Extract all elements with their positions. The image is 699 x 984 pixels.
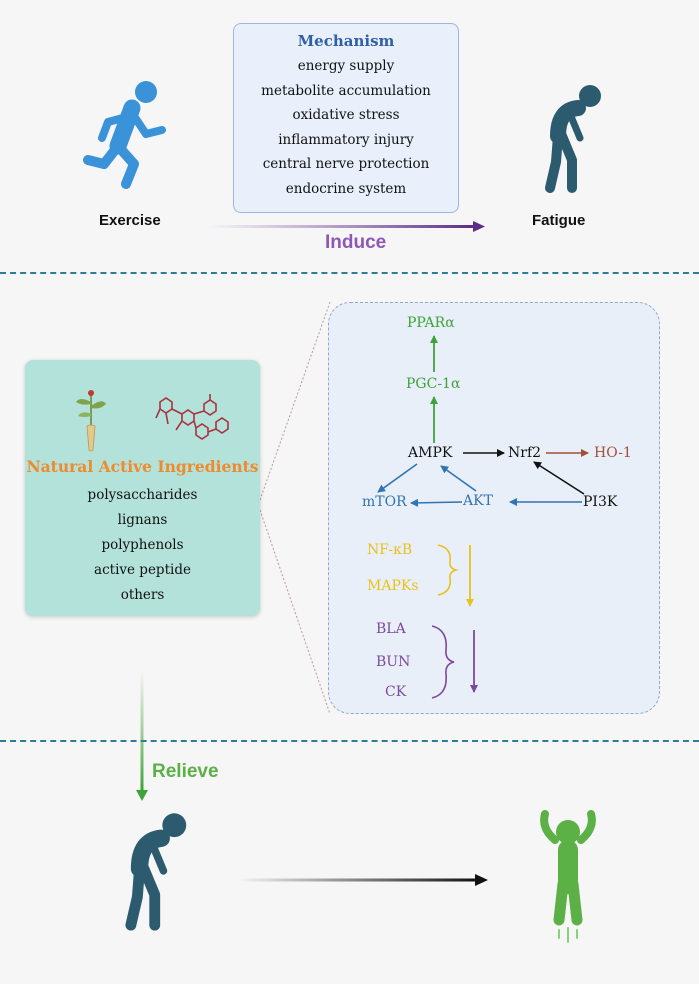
mechanism-title: Mechanism bbox=[297, 32, 395, 50]
mechanism-box: Mechanism energy supply metabolite accum… bbox=[233, 23, 459, 213]
tired-person-icon bbox=[545, 85, 601, 193]
mechanism-item: endocrine system bbox=[285, 180, 407, 197]
node-pgc: PGC-1α bbox=[406, 376, 461, 392]
mechanism-item: central nerve protection bbox=[262, 156, 430, 173]
mechanism-item: inflammatory injury bbox=[278, 131, 414, 148]
tired-person-icon bbox=[125, 813, 187, 931]
mechanism-item: oxidative stress bbox=[292, 107, 400, 124]
natural-ingredients-box: Natural Active Ingredients polysaccharid… bbox=[25, 360, 260, 616]
relieve-arrow bbox=[136, 670, 148, 801]
node-ho1: HO-1 bbox=[594, 445, 632, 461]
divider-bottom bbox=[0, 740, 699, 742]
node-ck: CK bbox=[385, 684, 407, 700]
plant-root-icon bbox=[76, 390, 106, 452]
node-nfkb: NF-κB bbox=[367, 542, 413, 558]
result-arrow bbox=[237, 874, 488, 886]
mechanism-item: metabolite accumulation bbox=[261, 82, 431, 99]
pathway-box bbox=[328, 302, 660, 714]
natural-title: Natural Active Ingredients bbox=[26, 457, 259, 476]
natural-item: polyphenols bbox=[101, 537, 184, 553]
node-nrf2: Nrf2 bbox=[508, 445, 542, 461]
node-bun: BUN bbox=[376, 654, 411, 670]
running-person-icon bbox=[83, 81, 166, 189]
jumping-person-icon bbox=[540, 810, 596, 943]
node-pi3k: PI3K bbox=[583, 494, 618, 510]
natural-item: others bbox=[120, 587, 165, 603]
induce-arrow bbox=[207, 221, 485, 232]
relieve-label: Relieve bbox=[152, 761, 219, 782]
node-akt: AKT bbox=[463, 493, 493, 509]
natural-item: lignans bbox=[117, 512, 168, 528]
node-mapks: MAPKs bbox=[367, 578, 419, 594]
node-ampk: AMPK bbox=[408, 445, 453, 461]
exercise-label: Exercise bbox=[99, 212, 161, 229]
node-bla: BLA bbox=[376, 621, 406, 637]
fatigue-label: Fatigue bbox=[532, 212, 586, 229]
node-ppar: PPARα bbox=[407, 315, 455, 331]
molecule-icon bbox=[155, 394, 229, 440]
natural-item: active peptide bbox=[94, 562, 191, 578]
divider-top bbox=[0, 272, 699, 274]
mechanism-item: energy supply bbox=[297, 58, 395, 74]
induce-label: Induce bbox=[325, 232, 387, 253]
node-mtor: mTOR bbox=[362, 494, 407, 510]
natural-item: polysaccharides bbox=[87, 487, 198, 503]
